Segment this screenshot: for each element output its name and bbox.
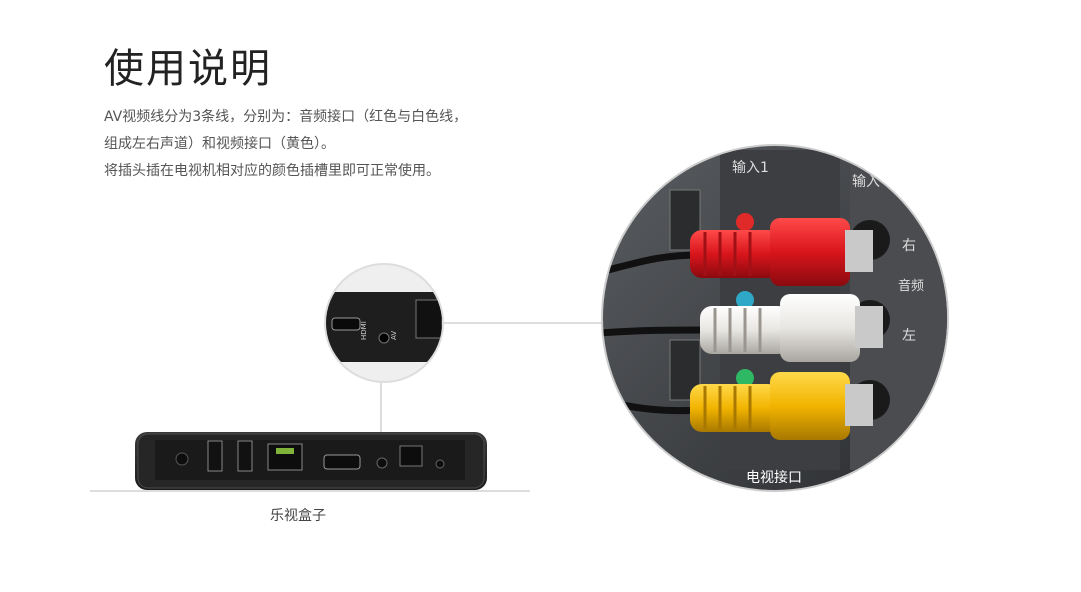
panel-label-right: 右 xyxy=(902,238,916,254)
white-plug xyxy=(700,294,883,362)
panel-label-left: 左 xyxy=(902,328,916,344)
hdmi-label: HDMI xyxy=(360,321,368,340)
description-line: AV视频线分为3条线，分别为：音频接口（红色与白色线， xyxy=(104,109,468,125)
zoom-circle-small: HDMI AV xyxy=(324,263,444,383)
red-plug xyxy=(690,218,873,286)
description: AV视频线分为3条线，分别为：音频接口（红色与白色线， 组成左右声道）和视频接口… xyxy=(104,104,467,185)
set-top-box xyxy=(135,432,487,490)
yellow-plug xyxy=(690,372,873,440)
description-line: 将插头插在电视机相对应的颜色插槽里即可正常使用。 xyxy=(104,163,440,179)
description-line: 组成左右声道）和视频接口（黄色）。 xyxy=(104,136,335,152)
panel-label-input2: 输入 xyxy=(852,174,880,190)
panel-label-input1: 输入1 xyxy=(732,160,769,176)
av-label: AV xyxy=(390,331,398,340)
tv-caption: 电视接口 xyxy=(746,470,802,486)
panel-label-audio: 音频 xyxy=(898,278,924,294)
zoom-circle-large: 输入1 输入 右 音频 左 xyxy=(601,144,949,492)
page-title: 使用说明 xyxy=(104,46,272,92)
box-caption: 乐视盒子 xyxy=(270,508,326,524)
